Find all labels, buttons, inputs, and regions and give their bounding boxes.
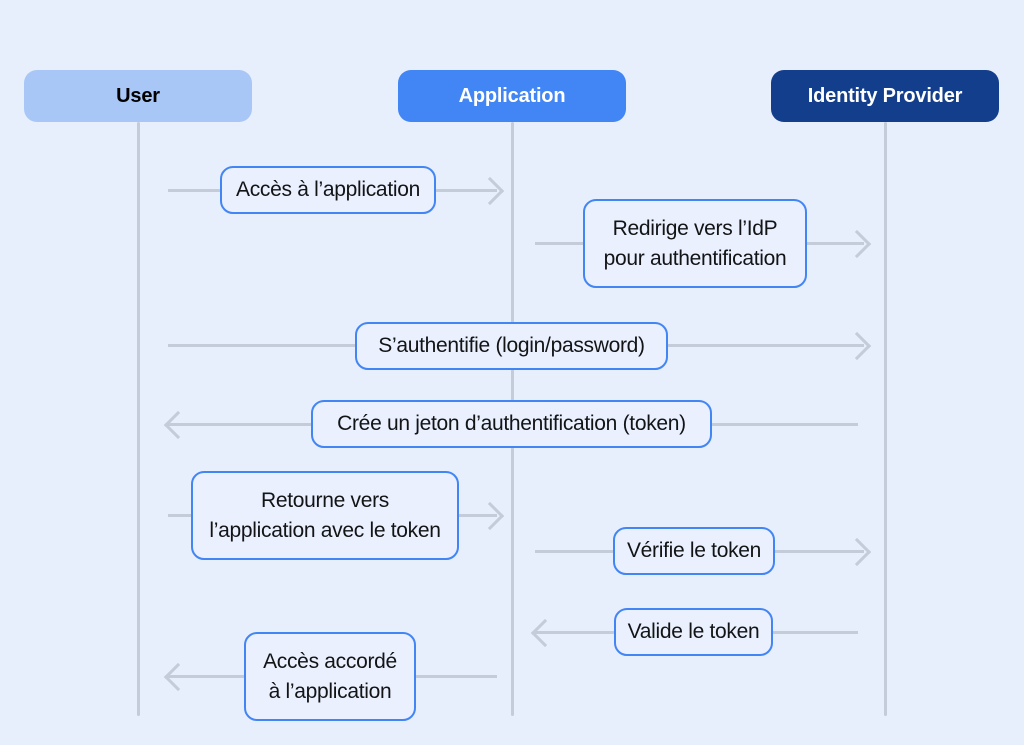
arrowhead-right-icon — [842, 331, 872, 361]
actor-label: Application — [458, 84, 566, 107]
lifeline-user — [137, 122, 140, 716]
actor-header-identity_provider[interactable]: Identity Provider — [771, 70, 999, 122]
actor-header-user[interactable]: User — [24, 70, 252, 122]
message-label-8[interactable]: Accès accordé à l’application — [244, 632, 416, 721]
actor-label: Identity Provider — [807, 84, 963, 107]
arrowhead-right-icon — [475, 176, 505, 206]
message-label-line: Valide le token — [627, 620, 760, 644]
message-label-3[interactable]: S’authentifie (login/password) — [355, 322, 668, 370]
message-label-line: à l’application — [268, 679, 392, 703]
message-label-line: Crée un jeton d’authentification (token) — [337, 412, 686, 436]
arrowhead-left-icon — [530, 618, 560, 648]
message-label-line: l’application avec le token — [209, 518, 441, 542]
message-label-line: Accès à l’application — [236, 178, 420, 202]
lifeline-identity_provider — [884, 122, 887, 716]
message-label-1[interactable]: Accès à l’application — [220, 166, 436, 214]
actor-label: User — [116, 84, 160, 107]
arrowhead-left-icon — [163, 662, 193, 692]
arrowhead-right-icon — [842, 229, 872, 259]
message-label-line: Redirige vers l’IdP — [612, 216, 778, 240]
message-label-7[interactable]: Valide le token — [614, 608, 773, 656]
actor-header-application[interactable]: Application — [398, 70, 626, 122]
message-label-6[interactable]: Vérifie le token — [613, 527, 775, 575]
message-label-line: Retourne vers — [261, 488, 389, 512]
message-label-line: Accès accordé — [263, 649, 397, 673]
message-label-line: S’authentifie (login/password) — [378, 334, 645, 358]
arrowhead-left-icon — [163, 410, 193, 440]
arrowhead-right-icon — [842, 537, 872, 567]
arrowhead-right-icon — [475, 501, 505, 531]
message-label-2[interactable]: Redirige vers l’IdP pour authentification — [583, 199, 807, 288]
message-label-5[interactable]: Retourne vers l’application avec le token — [191, 471, 459, 560]
message-label-line: pour authentification — [603, 246, 787, 270]
message-label-line: Vérifie le token — [626, 539, 762, 563]
message-label-4[interactable]: Crée un jeton d’authentification (token) — [311, 400, 712, 448]
